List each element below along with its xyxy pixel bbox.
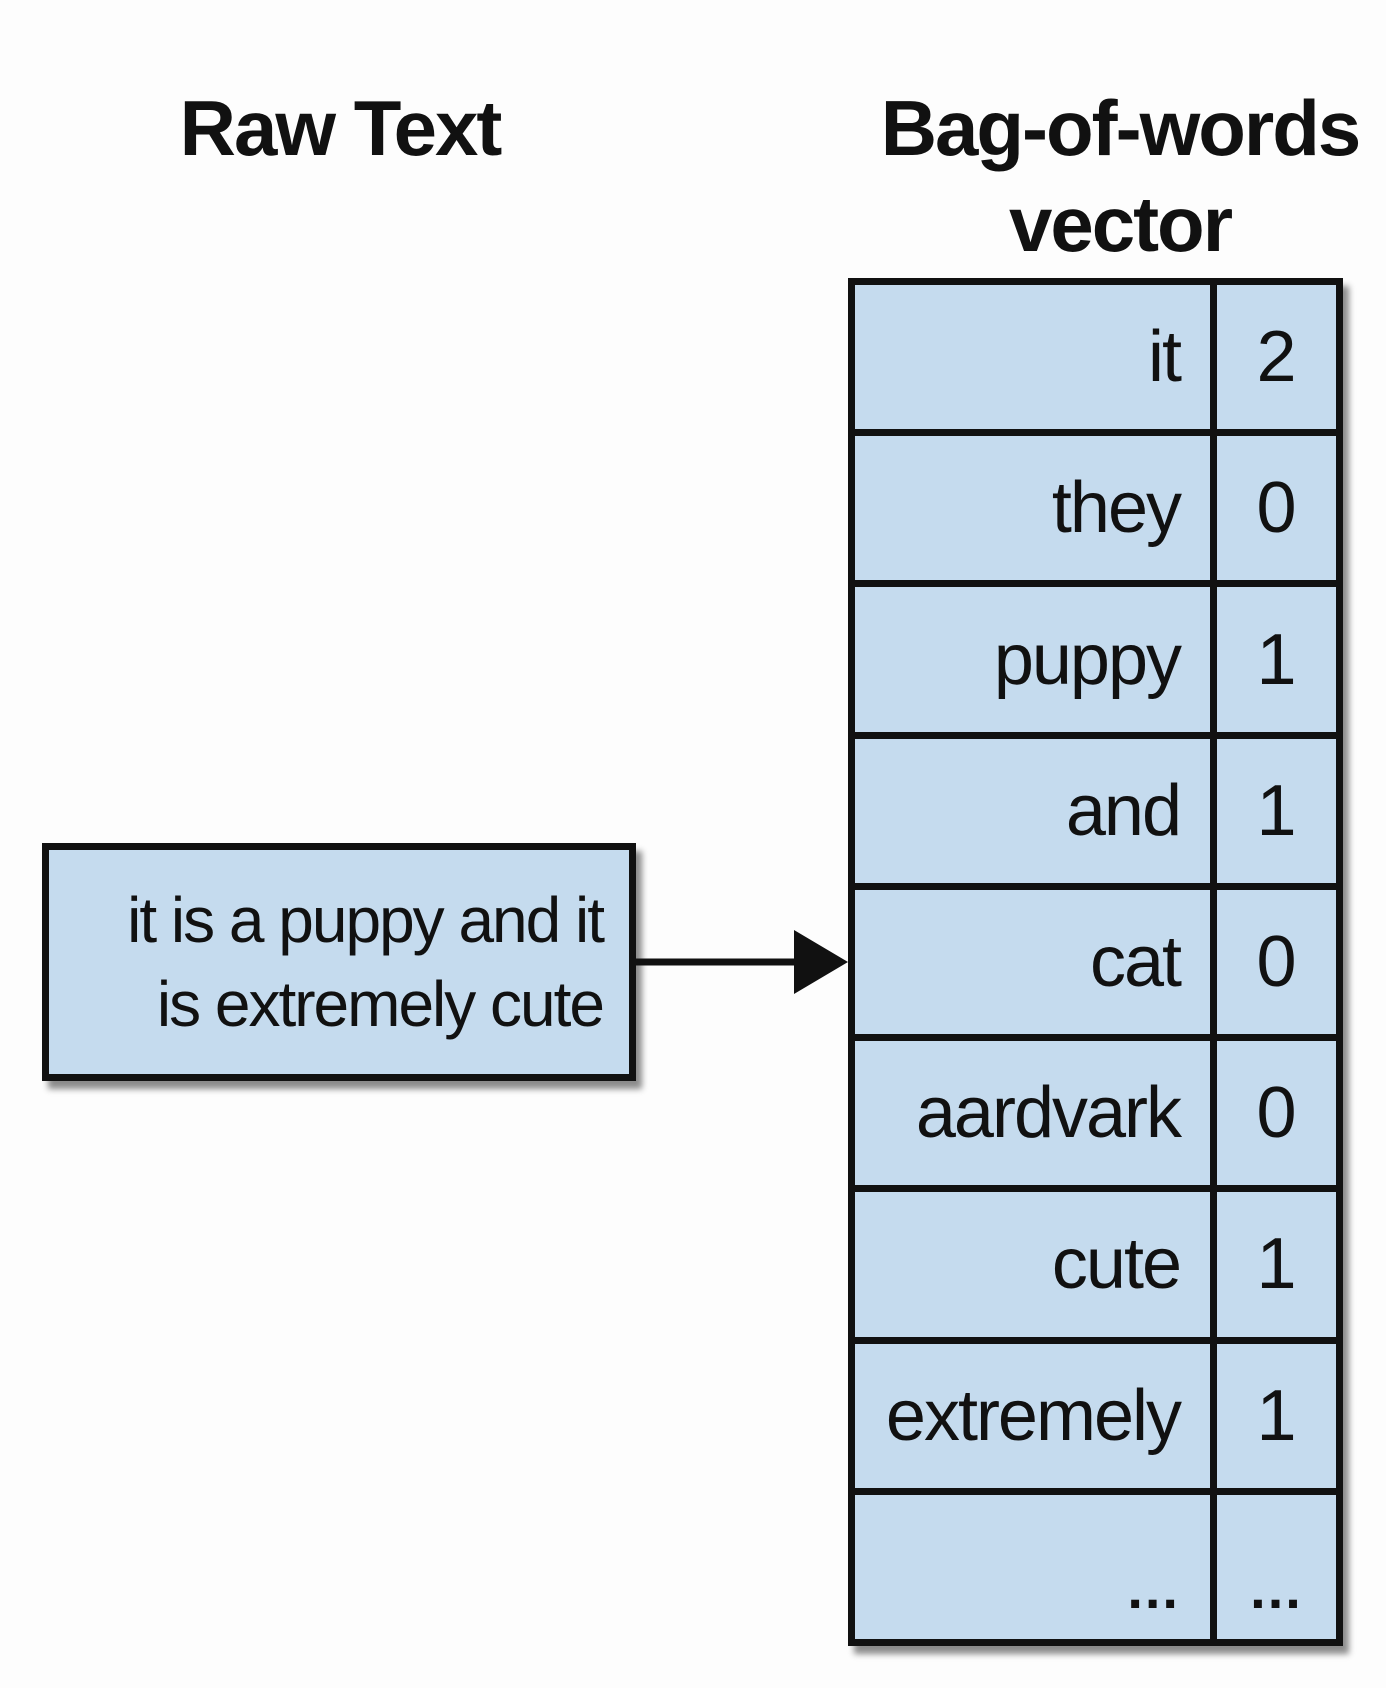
raw-text-line1: it is a puppy and it [127, 884, 605, 956]
vector-row: cat 0 [855, 882, 1336, 1035]
vector-row: aardvark 0 [855, 1034, 1336, 1186]
vector-count: 1 [1256, 1375, 1297, 1456]
vector-count: 0 [1256, 1073, 1297, 1154]
vector-word: and [855, 738, 1217, 883]
vector-row-ellipsis: ... ... [855, 1487, 1336, 1639]
vector-row: it 2 [855, 285, 1336, 430]
vector-word: cute [855, 1192, 1217, 1337]
vector-row: cute 1 [855, 1185, 1336, 1337]
vector-count: 1 [1256, 1224, 1297, 1305]
raw-text-heading: Raw Text [179, 84, 503, 172]
vector-row: they 0 [855, 429, 1336, 581]
raw-text-box: it is a puppy and it is extremely cute [42, 843, 636, 1081]
raw-text-line2: is extremely cute [156, 968, 605, 1040]
vector-count: 1 [1256, 619, 1297, 700]
vector-word: cat [855, 889, 1217, 1035]
vector-row: and 1 [855, 731, 1336, 883]
vector-word-ellipsis: ... [855, 1494, 1217, 1639]
vector-count: 1 [1256, 770, 1297, 851]
vector-count: 2 [1256, 317, 1297, 398]
vector-count: 0 [1256, 921, 1297, 1002]
vector-count: 0 [1256, 468, 1297, 549]
vector-word: aardvark [855, 1041, 1217, 1186]
bag-of-words-heading-line2: vector [1008, 180, 1233, 268]
arrow-head-icon [794, 930, 848, 994]
vector-word: they [855, 436, 1217, 581]
vector-row: puppy 1 [855, 580, 1336, 732]
vector-word: puppy [855, 587, 1217, 732]
raw-text-content: it is a puppy and it is extremely cute [49, 878, 605, 1046]
vector-word: extremely [855, 1343, 1217, 1488]
bag-of-words-heading: Bag-of-words vector [860, 80, 1380, 272]
vector-row: extremely 1 [855, 1336, 1336, 1488]
vector-word: it [855, 285, 1217, 430]
bag-of-words-vector-table: it 2 they 0 puppy 1 and 1 cat 0 aardvark… [848, 278, 1343, 1646]
vector-count-ellipsis: ... [1250, 1556, 1303, 1620]
bag-of-words-heading-line1: Bag-of-words [880, 84, 1362, 172]
